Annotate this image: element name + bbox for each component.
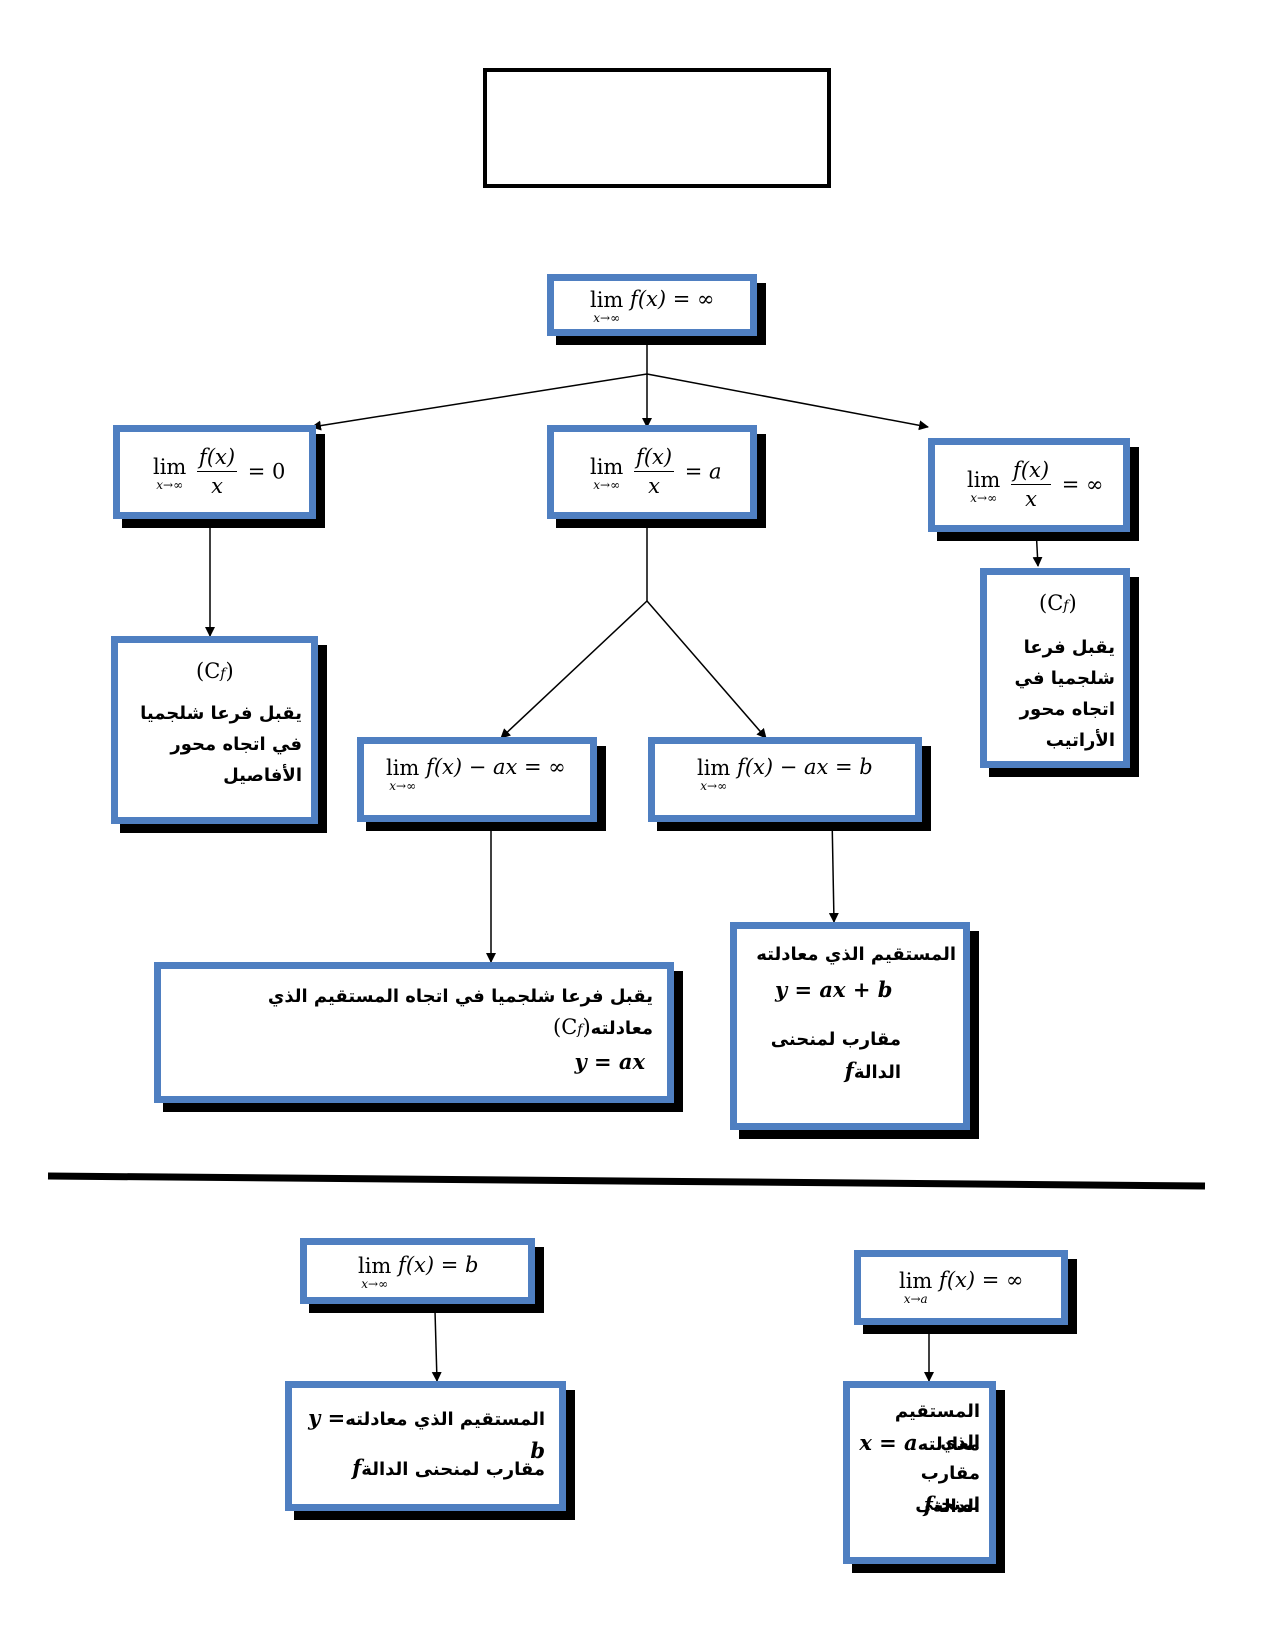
connector-a-right xyxy=(646,600,767,739)
root-expression: f(x) = ∞ xyxy=(630,286,715,311)
lim-subscript: x→∞ xyxy=(700,779,728,793)
fraction-denominator: x xyxy=(1025,487,1037,512)
ratio-rhs: = a xyxy=(684,459,722,484)
ratio-rhs: = ∞ xyxy=(1061,472,1104,497)
oblique-equation: y = ax + b xyxy=(775,977,893,1002)
horizontal-asymptote-box: المستقيم الذي معادلتهy = b مقارب لمنحنى … xyxy=(285,1381,566,1511)
connector-to-zero xyxy=(311,373,648,431)
lim-subscript: x→∞ xyxy=(970,491,998,506)
lim-word: lim xyxy=(697,756,731,780)
lim-word: lim xyxy=(590,455,624,480)
fraction-numerator: f(x) xyxy=(634,445,675,473)
horizontal-line1: المستقيم الذي معادلتهy = b xyxy=(308,1405,545,1463)
horizontal-line2: مقارب لمنحنى الدالةf xyxy=(352,1455,545,1480)
diff-expression: f(x) − ax = ∞ xyxy=(426,754,566,779)
lim-word: lim xyxy=(153,455,187,480)
lim-subscript: x→a xyxy=(903,1292,928,1306)
vertical-line4: الدالةf xyxy=(923,1492,980,1517)
result-direction-text: يقبل فرعا شلجميا في اتجاه المستقيم الذي … xyxy=(267,986,653,1039)
connector-horizontal xyxy=(431,1310,442,1382)
lim-subscript: x→∞ xyxy=(156,478,184,493)
separator-line xyxy=(47,1172,1206,1190)
connector-to-inf xyxy=(646,373,929,431)
result-oblique-box: المستقيم الذي معادلته y = ax + b مقارب ل… xyxy=(730,922,970,1130)
connector-diff-right xyxy=(828,814,839,923)
lim-word: lim xyxy=(386,756,420,780)
lim-word: lim xyxy=(590,288,624,312)
vertical-asymptote-box: المستقيم الذي معادلتهx = a مقارب لمنحنى … xyxy=(843,1381,996,1564)
lim-word: lim xyxy=(967,468,1001,493)
lim-subscript: x→∞ xyxy=(361,1277,389,1291)
title-box xyxy=(483,68,831,188)
oblique-line2: مقارب لمنحنى الدالةf xyxy=(770,1029,901,1083)
lim-subscript: x→∞ xyxy=(593,311,621,325)
horizontal-expression: f(x) = b xyxy=(398,1252,479,1277)
connector-inf-result xyxy=(1032,527,1043,567)
result-direction-box: يقبل فرعا شلجميا في اتجاه المستقيم الذي … xyxy=(154,962,674,1103)
lim-subscript: x→∞ xyxy=(593,478,621,493)
lim-subscript: x→∞ xyxy=(389,779,417,793)
result-ordinate-box: (Cf) يقبل فرعا شلجميا في اتجاه محور الأر… xyxy=(980,568,1130,768)
vertical-line2: معادلتهx = a xyxy=(859,1430,980,1455)
diff-expression: f(x) − ax = b xyxy=(737,754,873,779)
lim-word: lim xyxy=(899,1269,933,1293)
result-ordinate-text: يقبل فرعا شلجميا في اتجاه محور الأراتيب xyxy=(1014,637,1115,751)
curve-label: (Cf) xyxy=(196,659,234,683)
fraction-numerator: f(x) xyxy=(197,445,238,473)
direction-equation: y = ax xyxy=(574,1049,645,1074)
result-abscissa-box: (Cf) يقبل فرعا شلجميا في اتجاه محور الأف… xyxy=(111,636,318,824)
vertical-line1: المستقيم الذي xyxy=(894,1401,980,1453)
ratio-rhs: = 0 xyxy=(247,459,286,484)
vertical-line3: مقارب لمنحنى xyxy=(915,1463,980,1515)
fraction-denominator: x xyxy=(211,474,223,499)
fraction-denominator: x xyxy=(648,474,660,499)
result-abscissa-text: يقبل فرعا شلجميا في اتجاه محور الأفاصيل xyxy=(140,703,302,786)
lim-word: lim xyxy=(358,1254,392,1278)
oblique-line1: المستقيم الذي معادلته xyxy=(756,944,956,965)
connector-a-left xyxy=(500,600,648,739)
curve-label: (Cf) xyxy=(1039,591,1077,615)
fraction-numerator: f(x) xyxy=(1011,458,1052,486)
vertical-expression: f(x) = ∞ xyxy=(939,1267,1024,1292)
